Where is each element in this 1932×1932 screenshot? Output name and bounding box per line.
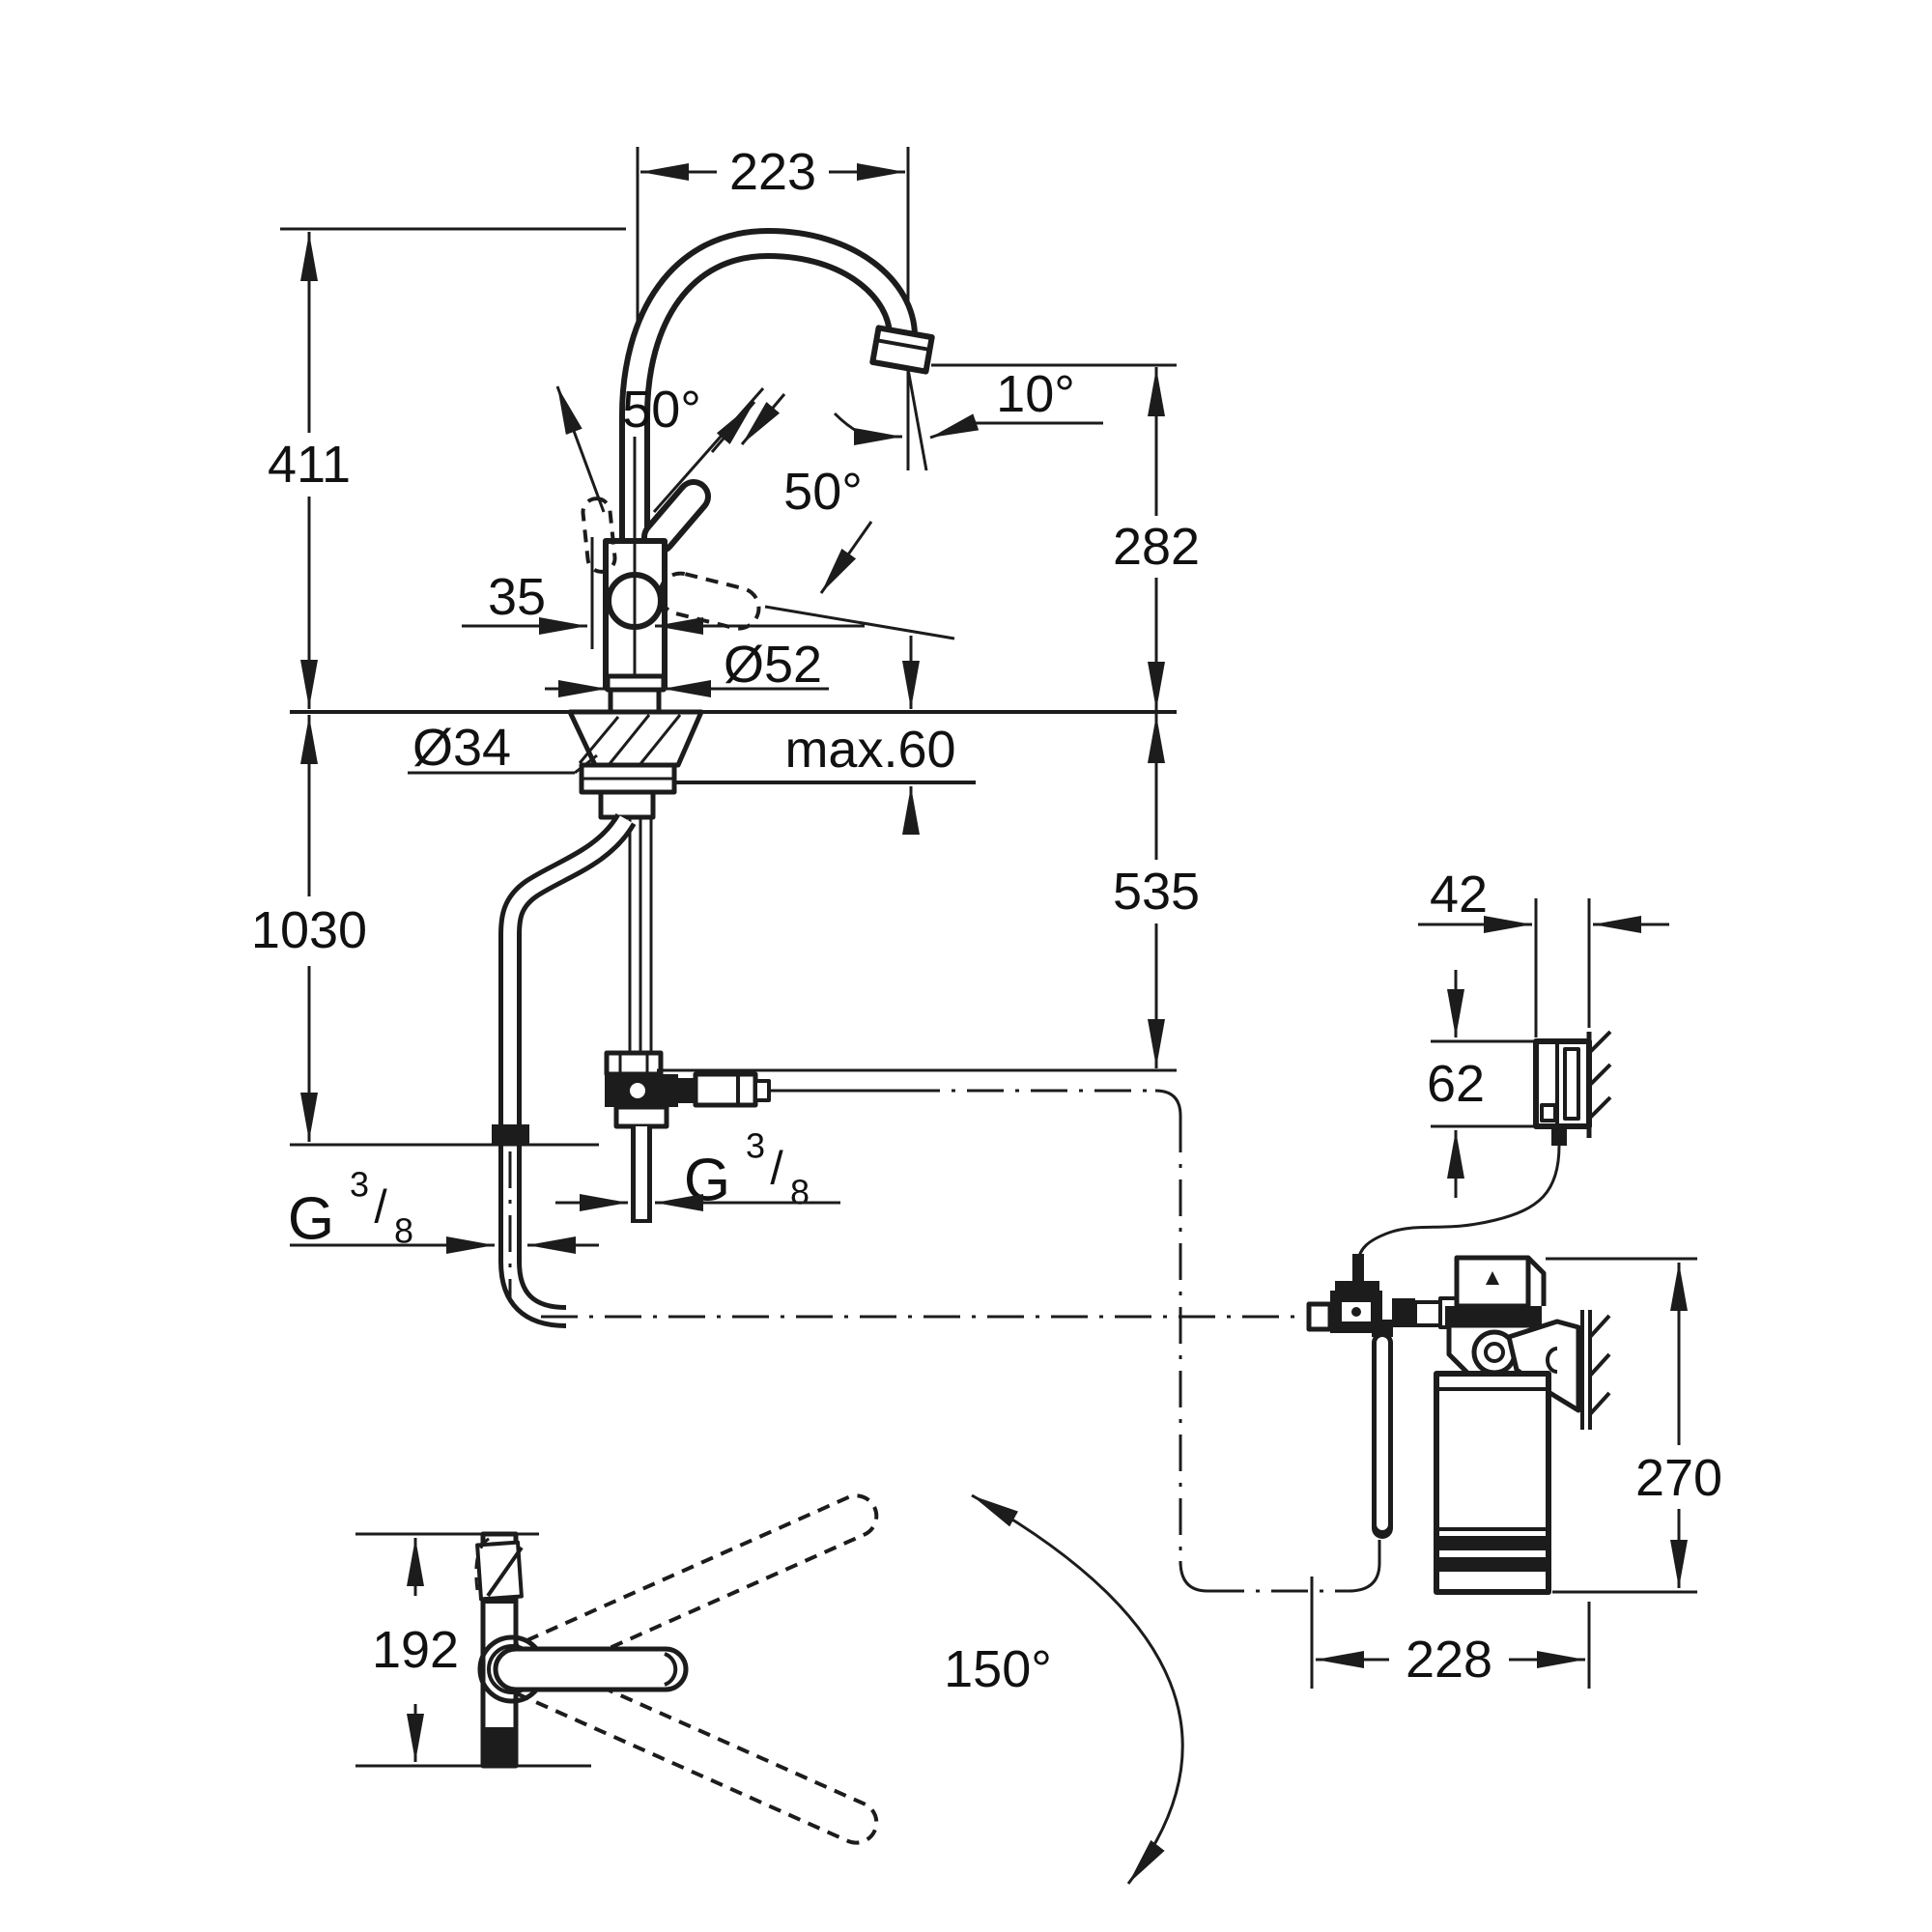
thread-label-left: G 3 / 8 xyxy=(288,1165,413,1253)
control-box xyxy=(1356,1030,1612,1263)
plan-spout-tip-arc xyxy=(664,1652,678,1687)
dim-10-arc xyxy=(833,412,869,439)
dim-34-tail xyxy=(574,753,598,775)
plan-handle xyxy=(475,1540,524,1602)
dim-50u-cross-arrow xyxy=(740,393,786,445)
thread-slash: / xyxy=(374,1182,387,1234)
outlet-tip xyxy=(753,1079,771,1102)
dim-150-arc xyxy=(971,1493,1184,1885)
hose-nut-lower xyxy=(613,1104,669,1129)
thread-den: 8 xyxy=(394,1211,413,1251)
dim-50u-line-a xyxy=(555,385,606,513)
plan-handle-dashed xyxy=(474,1534,496,1591)
dim-50l-label: 50° xyxy=(783,463,863,521)
routing-corner-bottom xyxy=(1179,1560,1208,1593)
filter-head-flange xyxy=(1445,1306,1542,1325)
thread-num: 3 xyxy=(350,1165,369,1205)
bypass-fitting xyxy=(1372,1320,1393,1337)
hole-escutcheon xyxy=(567,709,704,768)
thread-den: 8 xyxy=(790,1173,810,1212)
dim-10-label: 10° xyxy=(996,365,1075,423)
thread-num: 3 xyxy=(746,1126,765,1166)
dim-10-arrow-right xyxy=(929,413,980,440)
dim-270-label: 270 xyxy=(1635,1449,1722,1507)
bracket-notch xyxy=(1546,1347,1558,1374)
dim-62-label: 62 xyxy=(1427,1055,1485,1113)
routing-up-curve xyxy=(1348,1540,1381,1593)
handle-axis-line xyxy=(764,605,955,640)
wall-hatch xyxy=(1587,1063,1612,1088)
dim-150-label: 150° xyxy=(944,1640,1052,1698)
dim-35-label: 35 xyxy=(488,568,546,626)
filter-unit xyxy=(1306,1254,1611,1595)
dim-10-tilted-line xyxy=(906,368,928,471)
dim-52-label: Ø52 xyxy=(724,636,822,694)
control-box-foot xyxy=(1540,1103,1557,1122)
hose-nut-upper xyxy=(604,1050,664,1077)
routing-corner-top xyxy=(1154,1089,1182,1117)
cartridge-band xyxy=(1436,1536,1548,1550)
wall-bracket-arm xyxy=(1506,1319,1581,1413)
thread-label-right: G 3 / 8 xyxy=(684,1126,810,1214)
filter-head-roof xyxy=(1526,1256,1547,1306)
valve-sensor-pin xyxy=(1352,1254,1364,1281)
lever-handle-fill xyxy=(647,485,705,549)
cartridge-band xyxy=(1436,1557,1548,1572)
filter-cartridge xyxy=(1434,1371,1551,1595)
plan-handle-lever xyxy=(486,1546,524,1598)
coupling-a xyxy=(1392,1298,1415,1327)
dim-192-label: 192 xyxy=(372,1621,459,1679)
wall-hatch xyxy=(1588,1314,1611,1339)
wall-hatch xyxy=(1587,1095,1612,1121)
valve-cap xyxy=(1335,1281,1379,1293)
bracket-pivot-inner xyxy=(1484,1342,1505,1363)
dimensions: 223 411 1030 35 50° 50° xyxy=(251,143,1722,1885)
dim-411-label: 411 xyxy=(268,436,351,494)
left-hose-connector xyxy=(492,1124,529,1146)
dim-34-label: Ø34 xyxy=(412,719,511,777)
dim-228-label: 228 xyxy=(1406,1631,1492,1689)
coupling-b xyxy=(1413,1300,1442,1327)
left-hose-bore xyxy=(503,815,633,1126)
wall-hatch xyxy=(1587,1030,1612,1055)
tee-port xyxy=(630,1083,645,1098)
dim-42-label: 42 xyxy=(1430,866,1488,923)
cable-plug xyxy=(1551,1126,1567,1146)
inlet-valve-dot xyxy=(1351,1307,1361,1317)
inlet-fitting xyxy=(1306,1301,1333,1332)
handle-position-down-dashed xyxy=(658,571,761,631)
countertop-section xyxy=(290,709,1177,820)
dim-max60-label: max.60 xyxy=(784,721,955,779)
dim-50u-label: 50° xyxy=(622,381,701,439)
control-cable xyxy=(1356,1145,1561,1263)
dim-223-label: 223 xyxy=(729,143,816,201)
plan-spout xyxy=(493,1646,689,1692)
faucet-front-view xyxy=(581,147,955,718)
thread-slash: / xyxy=(770,1144,783,1195)
connection-routing xyxy=(290,1068,1381,1593)
outlet-collar xyxy=(678,1078,696,1103)
supply-hoses xyxy=(492,812,771,1328)
hatch-line xyxy=(607,714,651,766)
gooseneck-spout-bore xyxy=(625,233,912,546)
handle-position-up-dashed xyxy=(581,497,617,574)
dim-282-label: 282 xyxy=(1113,518,1200,576)
dim-1030-label: 1030 xyxy=(251,901,367,959)
dim-50l-arrow xyxy=(819,521,873,594)
filter-head-mark xyxy=(1486,1271,1499,1285)
faucet-top-view xyxy=(474,1493,879,1845)
thread-g: G xyxy=(288,1186,334,1253)
hatch-line xyxy=(638,714,682,766)
wall-hatch xyxy=(1588,1352,1611,1378)
outlet-nipple xyxy=(693,1071,758,1108)
plan-body-base xyxy=(483,1727,516,1766)
hatch-line xyxy=(578,716,620,764)
wall-hatch xyxy=(1588,1391,1611,1416)
spout-nozzle xyxy=(869,325,935,375)
shank-lower xyxy=(598,789,656,820)
dim-50u-cross-arrow xyxy=(710,401,756,453)
dim-535-label: 535 xyxy=(1113,863,1200,921)
control-box-inner xyxy=(1563,1047,1580,1121)
